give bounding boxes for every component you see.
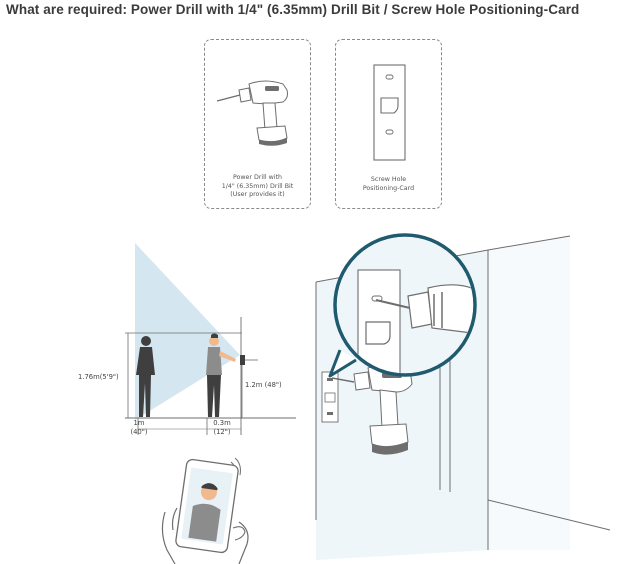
mount-height-label: 1.2m (48")	[245, 381, 282, 389]
positioning-card-card: Screw Hole Positioning-Card	[335, 39, 442, 209]
room-wall-right	[488, 236, 570, 550]
distance-near-value: 0.3m	[213, 419, 231, 427]
positioning-card-caption: Screw Hole Positioning-Card	[336, 176, 441, 193]
power-drill-caption: Power Drill with 1/4" (6.35mm) Drill Bit…	[205, 174, 310, 200]
installation-height-diagram	[125, 243, 296, 435]
person-height-label: 1.76m(5'9")	[78, 373, 119, 381]
phone-in-hand-illustration	[161, 457, 249, 564]
power-drill-caption-line: (User provides it)	[230, 191, 285, 199]
far-person-silhouette	[136, 336, 155, 417]
distance-near-imperial: (12")	[213, 428, 231, 436]
wall-drilling-scene	[315, 233, 611, 560]
power-drill-icon	[216, 80, 288, 146]
positioning-card-icon	[373, 64, 406, 161]
power-drill-caption-line: Power Drill with	[232, 174, 283, 181]
camera-view-cone	[135, 243, 240, 420]
hand-outline	[161, 507, 249, 564]
positioning-card-caption-line: Positioning-Card	[362, 184, 415, 192]
near-person-figure	[206, 333, 236, 417]
page-title: What are required: Power Drill with 1/4"…	[6, 2, 580, 17]
distance-far-value: 1m	[133, 419, 145, 427]
power-drill-card: Power Drill with 1/4" (6.35mm) Drill Bit…	[204, 39, 311, 209]
magnifier-callout	[328, 233, 477, 378]
distance-far-imperial: (40")	[130, 428, 148, 436]
distance-near-label: 0.3m (12")	[208, 419, 236, 437]
positioning-card-caption-line: Screw Hole	[370, 176, 407, 183]
distance-far-label: 1m (40")	[127, 419, 151, 437]
power-drill-caption-line: 1/4" (6.35mm) Drill Bit	[221, 182, 294, 190]
